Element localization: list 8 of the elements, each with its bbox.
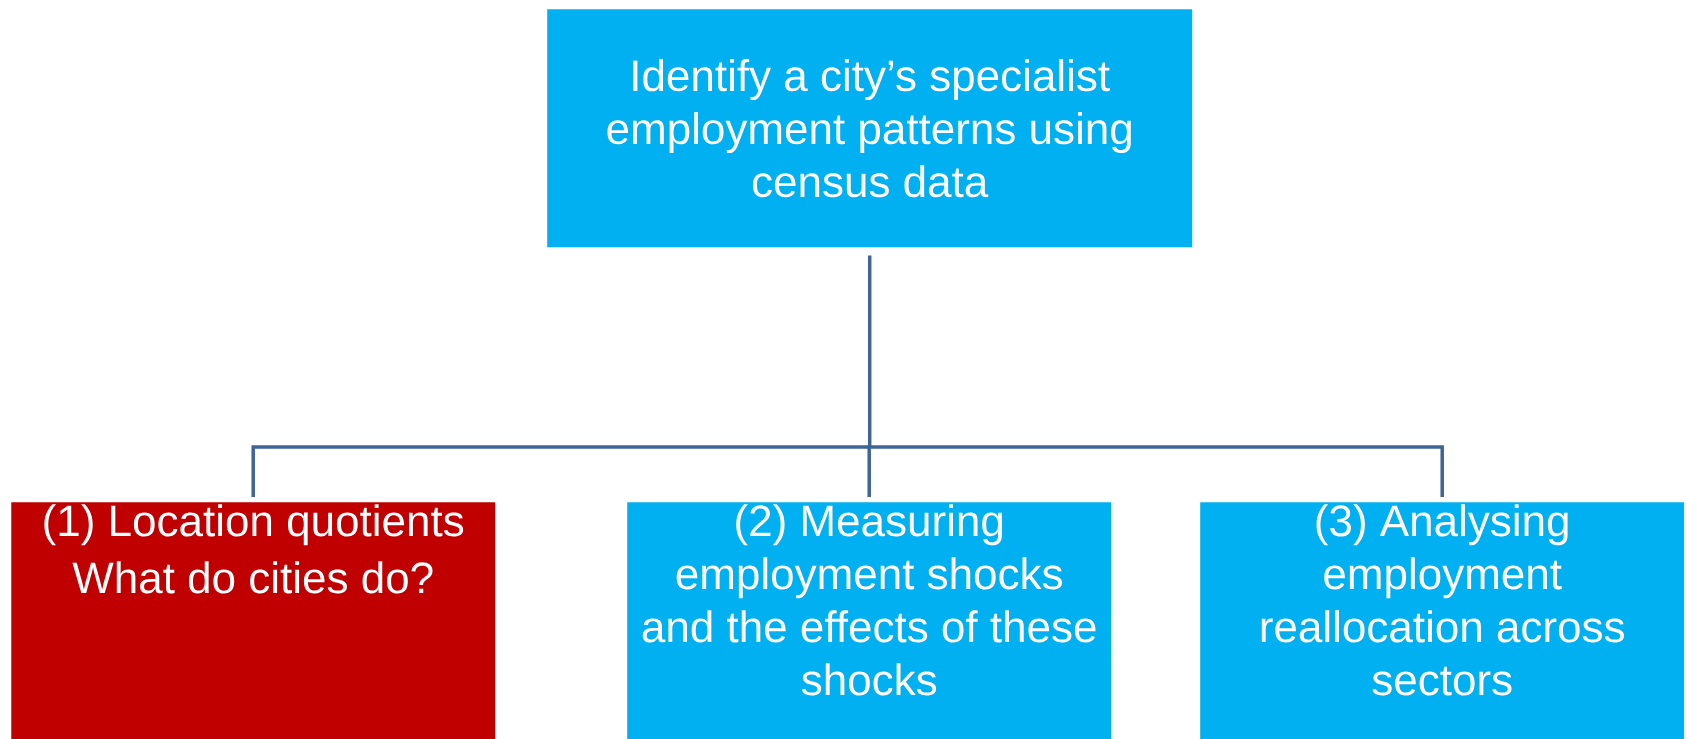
process-box: (3) Analysing employment reallocation across sectors: [1200, 502, 1685, 739]
process-box: Identify a city’s specialist employment patterns using census data: [547, 9, 1193, 248]
connector-line: [867, 445, 872, 497]
process-box: (1) Location quotients What do cities do?: [11, 502, 496, 739]
process-box: (2) Measuring employment shocks and the effects of these shocks: [627, 502, 1112, 739]
connector-line: [251, 445, 870, 497]
connector-line: [869, 445, 1444, 497]
connector-line: [867, 255, 872, 447]
